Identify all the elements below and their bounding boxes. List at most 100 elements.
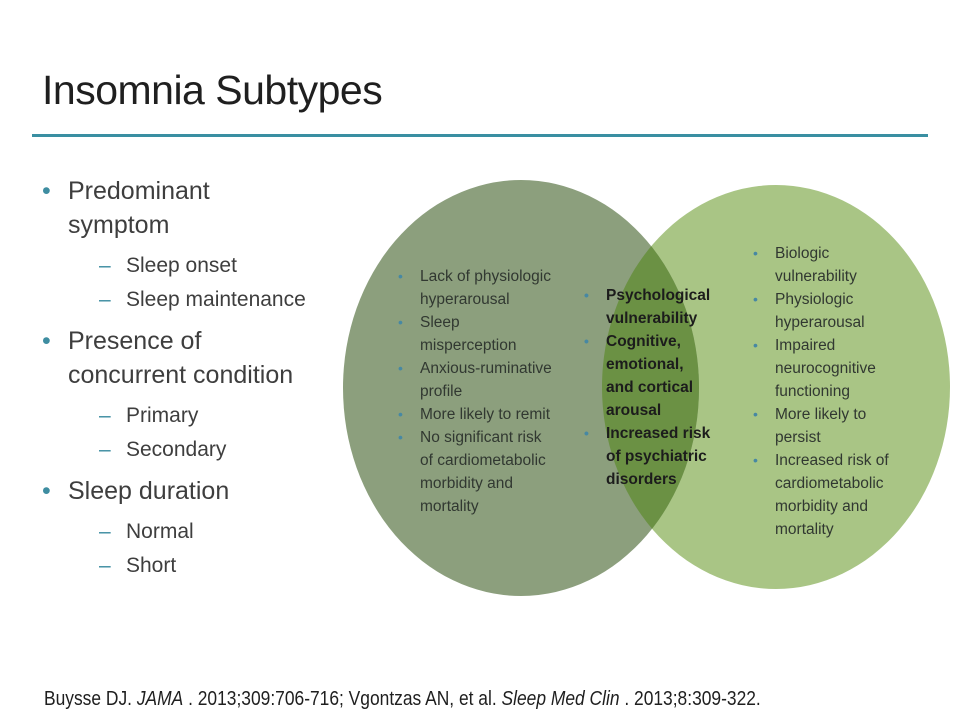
- venn-overlap-line-text: and cortical: [606, 379, 693, 396]
- venn-left-ellipse: [343, 180, 699, 596]
- venn-left-line: hyperarousal: [397, 288, 575, 311]
- venn-overlap-list: •Psychological vulnerability •Cognitive,…: [583, 284, 733, 491]
- outline-line: concurrent condition: [42, 358, 372, 392]
- slide-title: Insomnia Subtypes: [42, 67, 383, 113]
- venn-right-ellipse: [602, 185, 950, 589]
- outline-line: • Predominant: [42, 174, 372, 208]
- venn-right-line: • Increased risk of: [752, 449, 920, 472]
- venn-overlap-line: vulnerability: [583, 307, 733, 330]
- venn-overlap-line-text: emotional,: [606, 356, 684, 373]
- venn-left-line: • More likely to remit: [397, 403, 575, 426]
- venn-left-line-text: Anxious-ruminative: [420, 360, 552, 377]
- venn-left-line: of cardiometabolic: [397, 449, 575, 472]
- venn-right-line-text: mortality: [775, 521, 834, 538]
- outline-line-text: Sleep duration: [68, 477, 230, 505]
- list-marker-icon: •: [42, 477, 51, 505]
- citation-segment: Buysse DJ.: [44, 688, 137, 710]
- outline-line-text: concurrent condition: [68, 361, 294, 389]
- bullet-icon: •: [398, 429, 403, 445]
- venn-overlap-line-text: of psychiatric: [606, 448, 707, 465]
- outline-line-text: Normal: [126, 520, 194, 543]
- venn-left-line: mortality: [397, 495, 575, 518]
- citation-segment: . 2013;8:309-322.: [624, 688, 761, 710]
- bullet-icon: •: [584, 287, 589, 303]
- venn-right-line-text: Increased risk of: [775, 452, 889, 469]
- venn-left-line-text: misperception: [420, 337, 517, 354]
- bullet-icon: •: [398, 268, 403, 284]
- venn-left-line: • Anxious-ruminative: [397, 357, 575, 380]
- venn-right-line-text: Impaired: [775, 337, 836, 354]
- citation: Buysse DJ. JAMA . 2013;309:706-716; Vgon…: [44, 686, 761, 712]
- venn-right-line-text: persist: [775, 429, 821, 446]
- outline-line: –Short: [42, 549, 372, 583]
- venn-left-line-text: hyperarousal: [420, 291, 510, 308]
- list-marker-icon: –: [99, 404, 111, 427]
- venn-right-line-text: morbidity and: [775, 498, 869, 515]
- venn-right-line-text: functioning: [775, 383, 850, 400]
- outline-line: symptom: [42, 208, 372, 242]
- list-marker-icon: –: [99, 554, 111, 577]
- outline-line: –Normal: [42, 515, 372, 549]
- venn-left-line-text: No significant risk: [420, 429, 542, 446]
- venn-overlap-line-text: arousal: [606, 402, 662, 419]
- outline-line-text: Primary: [126, 404, 199, 427]
- bullet-icon: •: [753, 452, 758, 468]
- list-marker-icon: •: [42, 177, 51, 205]
- venn-right-line-text: Physiologic: [775, 291, 854, 308]
- venn-left-line: •Lack of physiologic: [397, 265, 575, 288]
- venn-overlap-line: disorders: [583, 468, 733, 491]
- citation-segment: . 2013;309:706-716; Vgontzas AN, et al.: [188, 688, 502, 710]
- outline-line-text: Predominant: [68, 177, 210, 205]
- venn-right-line: persist: [752, 426, 920, 449]
- venn-overlap-line: emotional,: [583, 353, 733, 376]
- bullet-icon: •: [753, 245, 758, 261]
- venn-right-line: mortality: [752, 518, 920, 541]
- outline-line-text: Presence of: [68, 327, 202, 355]
- venn-right-line-text: vulnerability: [775, 268, 857, 285]
- venn-right-line: • Biologic: [752, 242, 920, 265]
- outline-line-text: Secondary: [126, 438, 227, 461]
- outline-line-text: Sleep maintenance: [126, 288, 306, 311]
- outline-line: –Sleep maintenance: [42, 283, 372, 317]
- venn-right-line-text: cardiometabolic: [775, 475, 884, 492]
- outline-line: –Sleep onset: [42, 249, 372, 283]
- venn-overlap-line: of psychiatric: [583, 445, 733, 468]
- venn-right-line: functioning: [752, 380, 920, 403]
- venn-overlap-line-text: Psychological: [606, 287, 711, 304]
- venn-right-line: • Physiologic: [752, 288, 920, 311]
- venn-right-line: neurocognitive: [752, 357, 920, 380]
- title-divider-line: [32, 134, 928, 137]
- venn-overlap-line-text: Increased risk: [606, 425, 711, 442]
- bullet-icon: •: [398, 406, 403, 422]
- bullet-icon: •: [398, 314, 403, 330]
- venn-right-line: vulnerability: [752, 265, 920, 288]
- list-marker-icon: –: [99, 520, 111, 543]
- venn-right-line-text: Biologic: [775, 245, 830, 262]
- bullet-icon: •: [584, 333, 589, 349]
- venn-overlap-line: • Increased risk: [583, 422, 733, 445]
- bullet-icon: •: [398, 360, 403, 376]
- venn-overlap-line-text: disorders: [606, 471, 677, 488]
- venn-right-line-text: More likely to: [775, 406, 867, 423]
- venn-left-list: •Lack of physiologic hyperarousal •Sleep…: [397, 265, 575, 518]
- venn-overlap-line-text: vulnerability: [606, 310, 698, 327]
- venn-left-line-text: mortality: [420, 498, 479, 515]
- venn-right-line: cardiometabolic: [752, 472, 920, 495]
- venn-overlap-line: and cortical: [583, 376, 733, 399]
- venn-left-line: •Sleep: [397, 311, 575, 334]
- bullet-icon: •: [753, 291, 758, 307]
- venn-right-line: •Impaired: [752, 334, 920, 357]
- bullet-icon: •: [753, 406, 758, 422]
- venn-right-list: •Biologic vulnerability •Physiologic hyp…: [752, 242, 920, 541]
- venn-left-line: misperception: [397, 334, 575, 357]
- list-marker-icon: –: [99, 254, 111, 277]
- venn-overlap-line: • Psychological: [583, 284, 733, 307]
- bullet-icon: •: [584, 425, 589, 441]
- venn-left-line-text: profile: [420, 383, 463, 400]
- venn-left-line-text: More likely to remit: [420, 406, 551, 423]
- venn-left-line: profile: [397, 380, 575, 403]
- venn-left-line-text: morbidity and: [420, 475, 514, 492]
- venn-right-line-text: neurocognitive: [775, 360, 876, 377]
